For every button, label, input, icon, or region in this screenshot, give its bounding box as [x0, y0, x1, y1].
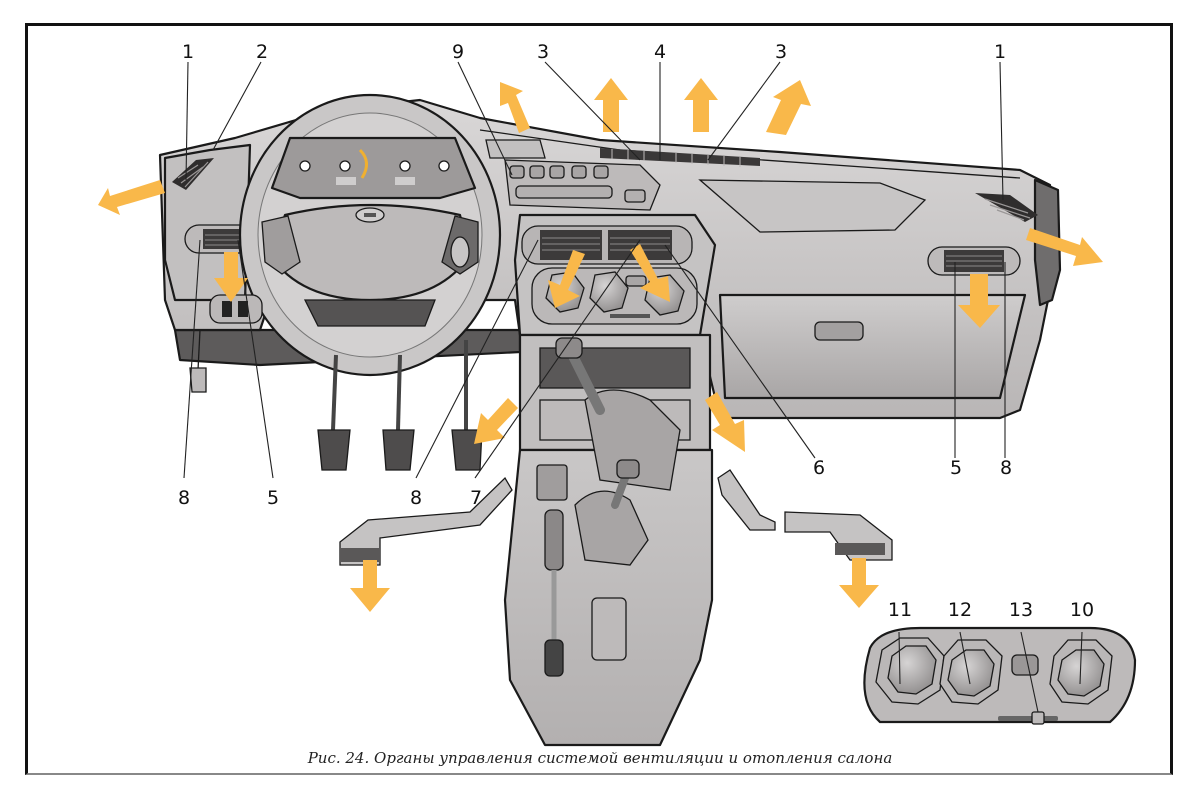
side-vent-left: [172, 158, 214, 190]
airflow-arrow: [548, 250, 585, 308]
airflow-arrow: [684, 78, 718, 132]
heater-control-panel: [863, 626, 1137, 725]
callout-6: 6: [813, 457, 825, 479]
callout-11: 11: [888, 599, 912, 621]
airflow-arrow: [500, 82, 530, 133]
callout-5-right: 5: [950, 457, 962, 479]
callout-8-left: 8: [178, 487, 190, 509]
face-vent-center: [521, 225, 693, 265]
airflow-arrow: [705, 392, 745, 452]
airflow-arrows: [98, 78, 1103, 612]
pedals: [317, 340, 483, 471]
figure-frame: [25, 23, 1173, 775]
airflow-arrow: [630, 244, 670, 302]
center-console: [503, 333, 714, 747]
side-vent-right: [975, 193, 1038, 222]
airflow-arrow: [98, 180, 165, 215]
callout-3-left: 3: [537, 41, 549, 63]
callout-5-left: 5: [267, 487, 279, 509]
hood-release: [189, 329, 207, 393]
airflow-arrow: [214, 252, 248, 302]
callout-10: 10: [1070, 599, 1094, 621]
face-vent-right: [927, 246, 1021, 276]
airflow-arrow: [594, 78, 628, 132]
airflow-arrow: [474, 398, 518, 444]
airflow-arrow: [1026, 228, 1103, 266]
leader-lines: [183, 61, 1083, 713]
footwell-duct-right: [717, 469, 893, 561]
figure-caption: Рис. 24. Органы управления системой вент…: [307, 749, 893, 767]
callout-1-left: 1: [182, 41, 194, 63]
airflow-arrow: [350, 560, 390, 612]
recirculation-slider-13: [998, 711, 1058, 725]
glovebox: [718, 293, 1027, 400]
air-distribution-knob-12: [939, 639, 1003, 705]
airflow-arrow: [839, 558, 879, 608]
airflow-arrow: [958, 274, 1000, 328]
callout-4: 4: [654, 41, 666, 63]
callout-1-right: 1: [994, 41, 1006, 63]
callout-3-right: 3: [775, 41, 787, 63]
callout-9: 9: [452, 41, 464, 63]
light-switch-block: [209, 294, 263, 324]
callout-13: 13: [1009, 599, 1033, 621]
footwell-duct-left: [339, 476, 513, 566]
switch-panel: [485, 139, 661, 211]
fan-speed-knob-11: [875, 637, 945, 705]
callout-12: 12: [948, 599, 972, 621]
airflow-arrow: [766, 80, 811, 135]
callout-7: 7: [470, 487, 482, 509]
callout-8-mid: 8: [410, 487, 422, 509]
callout-8-right: 8: [1000, 457, 1012, 479]
instrument-cluster: [270, 136, 477, 200]
callout-2: 2: [256, 41, 268, 63]
callout-numbers: 1 2 9 3 4 3 1 8 5 8 7 6 5 8 11 12 13 10: [178, 41, 1094, 621]
steering-wheel: [238, 93, 502, 377]
